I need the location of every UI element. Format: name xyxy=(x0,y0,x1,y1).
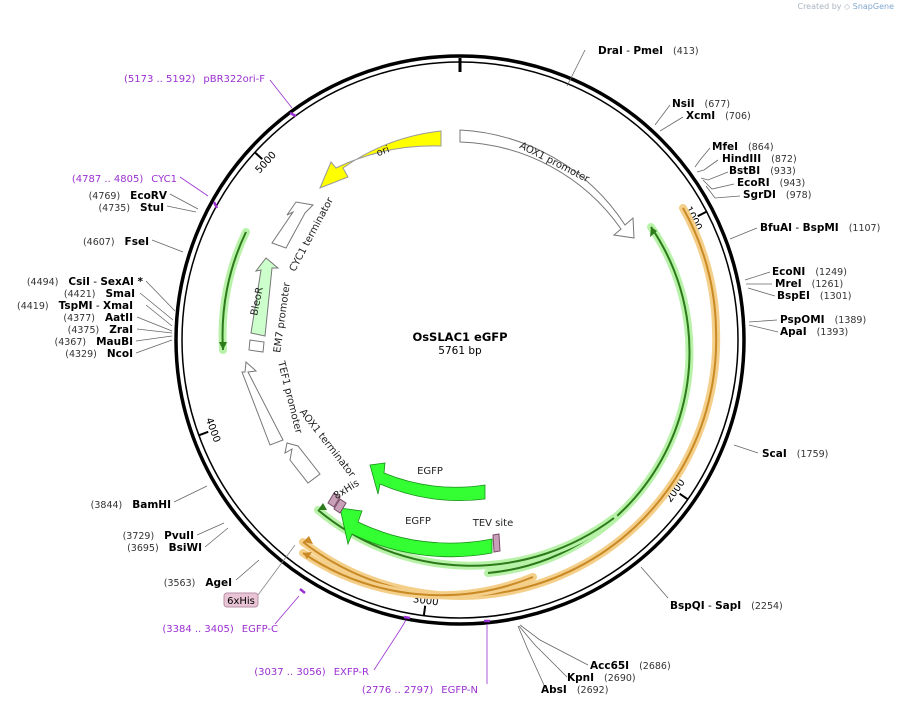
site-agei: (3563)AgeI xyxy=(164,559,260,589)
plasmid-center-label: OsSLAC1 eGFP 5761 bp xyxy=(412,330,507,357)
feature-tev-site: TEV site xyxy=(472,518,514,553)
site-drai-pmei: DraI - PmeI(413) xyxy=(566,45,699,87)
site-scai: ScaI(1759) xyxy=(733,444,828,460)
svg-text:(3563)AgeI: (3563)AgeI xyxy=(164,577,232,589)
ruler-tick xyxy=(198,430,209,437)
plasmid-name: OsSLAC1 eGFP xyxy=(412,330,507,344)
svg-text:(4787 .. 4805)CYC1: (4787 .. 4805)CYC1 xyxy=(72,174,177,185)
feature-label-egfp-2: EGFP xyxy=(405,516,431,527)
site-cluster-ecorv: (4735)StuI (4769)EcoRV xyxy=(89,190,199,214)
svg-text:BfuAI - BspMI(1107): BfuAI - BspMI(1107) xyxy=(760,222,880,234)
svg-text:DraI - PmeI(413): DraI - PmeI(413) xyxy=(598,45,699,57)
site-name: DraI xyxy=(598,45,623,57)
svg-text:(4367)MauBI: (4367)MauBI xyxy=(54,336,133,348)
svg-text:(4375)ZraI: (4375)ZraI xyxy=(68,324,133,336)
feature-label-egfp-1: EGFP xyxy=(417,466,443,477)
tag-6xhis-label: 6xHis xyxy=(227,596,255,607)
site-cluster-pvuii: (3695)BsiWI (3729)PvuII xyxy=(123,522,229,554)
site-cluster-pspomi: PspOMI(1389) ApaI(1393) xyxy=(748,314,866,338)
primer-egfp-n: (2776 .. 2797)EGFP-N xyxy=(362,619,490,696)
orange-feature-inner xyxy=(299,549,537,600)
feature-egfp-1: EGFP xyxy=(369,462,486,501)
site-xcmi: XcmI(706) xyxy=(659,110,751,132)
svg-text:(3729)PvuII: (3729)PvuII xyxy=(123,530,194,542)
ruler-tick xyxy=(254,151,263,160)
feature-label-8xhis: 8xHis xyxy=(332,478,361,502)
site-bspqi-sapi: BspQI - SapI(2254) xyxy=(640,566,783,612)
svg-text:BstBI(933): BstBI(933) xyxy=(729,165,796,177)
plasmid-size: 5761 bp xyxy=(438,345,482,357)
svg-text:(3695)BsiWI: (3695)BsiWI xyxy=(127,542,202,554)
svg-text:EcoNI(1249): EcoNI(1249) xyxy=(772,266,847,278)
feature-label-aox1-promoter: AOX1 promoter xyxy=(517,140,591,185)
svg-text:XcmI(706): XcmI(706) xyxy=(686,110,751,122)
svg-text:ScaI(1759): ScaI(1759) xyxy=(762,448,828,460)
svg-text:(4329)NcoI: (4329)NcoI xyxy=(65,348,133,360)
site-fsei: (4607)FseI xyxy=(83,236,184,253)
credit-brand: SnapGene xyxy=(852,2,894,11)
svg-text:(4494)CsiI - SexAI *: (4494)CsiI - SexAI * xyxy=(27,276,144,288)
site-pos: (413) xyxy=(673,46,699,57)
svg-text:(3037 .. 3056)EXFP-R: (3037 .. 3056)EXFP-R xyxy=(254,667,369,678)
site-bamhi: (3844)BamHI xyxy=(91,485,208,511)
svg-text:(4419)TspMI - XmaI: (4419)TspMI - XmaI xyxy=(17,300,133,312)
feature-bleor: BleoR xyxy=(249,257,280,337)
svg-text:(4607)FseI: (4607)FseI xyxy=(83,236,149,248)
svg-text:(4735)StuI: (4735)StuI xyxy=(98,202,164,214)
svg-text:(3384 .. 3405)EGFP-C: (3384 .. 3405)EGFP-C xyxy=(162,624,278,635)
snapgene-logo-icon: ◇ xyxy=(844,2,851,11)
ruler-tick xyxy=(679,492,689,501)
site-cluster-left: (4329)NcoI (4367)MauBI (4375)ZraI (4377)… xyxy=(17,276,176,360)
svg-text:PspOMI(1389): PspOMI(1389) xyxy=(780,314,866,326)
tag-6xhis: 6xHis xyxy=(223,544,296,608)
feature-8xhis: 8xHis xyxy=(327,478,361,514)
restriction-sites: DraI - PmeI(413) NsiI(677) XcmI(706) Mfe… xyxy=(17,45,880,696)
primer-cyc1: (4787 .. 4805)CYC1 xyxy=(72,174,219,209)
svg-text:(3844)BamHI: (3844)BamHI xyxy=(91,499,171,511)
svg-text:(5173 .. 5192)pBR322ori-F: (5173 .. 5192)pBR322ori-F xyxy=(124,74,265,85)
feature-label-tef1-promoter: TEF1 promoter xyxy=(275,359,304,435)
primer-pbr322ori-f: (5173 .. 5192)pBR322ori-F xyxy=(124,74,297,118)
site-cluster-econi: EcoNI(1249) MreI(1261) BspEI(1301) xyxy=(744,266,851,302)
site-bfuai-bspmi: BfuAI - BspMI(1107) xyxy=(729,222,880,240)
snapgene-credit: Created by ◇ SnapGene xyxy=(797,2,894,11)
site-cluster-kpni: Acc65I(2686) KpnI(2690) AbsI(2692) xyxy=(517,624,671,696)
feature-label-tev-site: TEV site xyxy=(472,518,514,529)
site-nsii: NsiI(677) xyxy=(654,98,730,126)
credit-text: Created by xyxy=(797,2,842,11)
primer-exfp-r: (3037 .. 3056)EXFP-R xyxy=(254,615,411,678)
svg-text:(4421)SmaI: (4421)SmaI xyxy=(64,288,135,300)
svg-text:MreI(1261): MreI(1261) xyxy=(775,278,843,290)
backbone xyxy=(174,54,746,626)
ruler-tick xyxy=(422,605,427,616)
svg-text:KpnI(2690): KpnI(2690) xyxy=(567,672,636,684)
feature-label-ori: ori xyxy=(375,144,391,159)
svg-text:NsiI(677): NsiI(677) xyxy=(672,98,730,110)
feature-cyc1-terminator: CYC1 terminator xyxy=(271,195,336,274)
feature-egfp-2: EGFP xyxy=(339,507,493,558)
svg-text:MfeI(864): MfeI(864) xyxy=(712,141,774,153)
svg-text:BspEI(1301): BspEI(1301) xyxy=(777,290,851,302)
svg-text:BspQI - SapI(2254): BspQI - SapI(2254) xyxy=(670,600,783,612)
site-cluster-mfei: MfeI(864) HindIII(872) BstBI(933) EcoRI(… xyxy=(694,141,811,201)
svg-text:AbsI(2692): AbsI(2692) xyxy=(541,684,608,696)
svg-text:HindIII(872): HindIII(872) xyxy=(722,153,797,165)
svg-text:ApaI(1393): ApaI(1393) xyxy=(780,326,848,338)
feature-tef1-promoter: TEF1 promoter xyxy=(241,359,304,446)
svg-text:Acc65I(2686): Acc65I(2686) xyxy=(590,660,671,672)
primer-egfp-c: (3384 .. 3405)EGFP-C xyxy=(162,588,306,635)
ruler-tick xyxy=(697,210,708,218)
svg-text:(4377)AatII: (4377)AatII xyxy=(63,312,133,324)
svg-text:SgrDI(978): SgrDI(978) xyxy=(743,189,811,201)
ruler-label: 4000 xyxy=(203,416,222,444)
svg-text:(2776 .. 2797)EGFP-N: (2776 .. 2797)EGFP-N xyxy=(362,685,478,696)
feature-label-em7-promoter: EM7 promoter xyxy=(272,281,293,354)
primers: (5173 .. 5192)pBR322ori-F (4787 .. 4805)… xyxy=(72,74,490,696)
svg-text:EcoRI(943): EcoRI(943) xyxy=(737,177,805,189)
feature-ori: ori xyxy=(319,130,442,189)
site-name-2: PmeI xyxy=(633,45,663,57)
svg-text:(4769)EcoRV: (4769)EcoRV xyxy=(89,190,168,202)
feature-aox1-promoter: AOX1 promoter xyxy=(459,129,635,239)
